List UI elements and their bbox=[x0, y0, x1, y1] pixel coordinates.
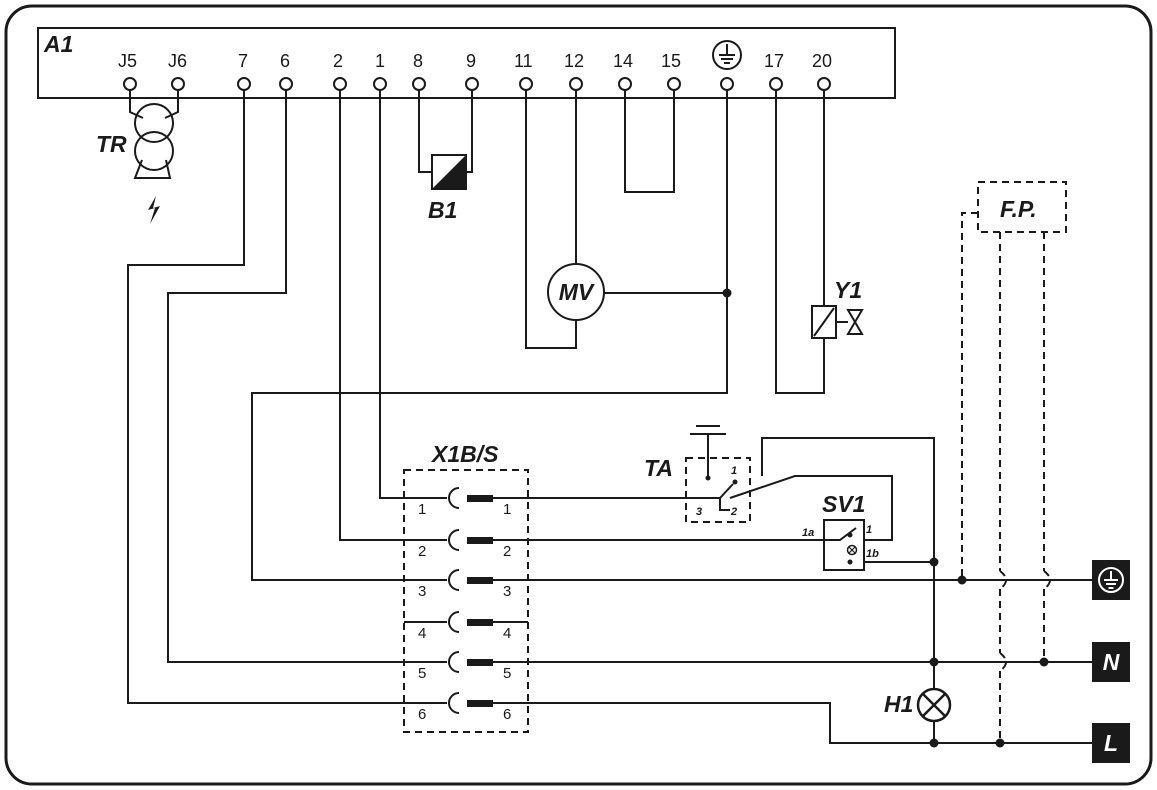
terminal-label-2: 2 bbox=[333, 51, 343, 71]
terminal-label-7: 7 bbox=[238, 51, 248, 71]
connector-x1bs: X1B/S 1 1 2 2 3 3 4 4 5 5 bbox=[403, 441, 529, 733]
terminal-label-20: 20 bbox=[812, 51, 832, 71]
transformer-tr: TR bbox=[96, 103, 174, 224]
connector-pin-1: 1 1 bbox=[418, 487, 511, 518]
terminal-label-j5: J5 bbox=[118, 51, 137, 71]
board-label: A1 bbox=[43, 31, 73, 57]
sensor-b1: B1 bbox=[428, 154, 467, 223]
svg-text:5: 5 bbox=[503, 665, 511, 682]
transformer-label: TR bbox=[96, 131, 127, 157]
svg-text:4: 4 bbox=[418, 625, 426, 642]
lamp-label: H1 bbox=[884, 691, 913, 717]
sensor-icon bbox=[432, 155, 466, 189]
wires bbox=[127, 85, 1092, 744]
sv1-contact-1a: 1a bbox=[802, 527, 814, 539]
fuse-box-outline bbox=[977, 181, 1067, 233]
earth-terminal bbox=[1092, 560, 1130, 600]
line-label: L bbox=[1104, 730, 1118, 756]
sensor-label: B1 bbox=[428, 197, 457, 223]
thermostat-ta: TA 1 2 3 bbox=[644, 425, 751, 523]
terminal-label-9: 9 bbox=[466, 51, 476, 71]
sv1-contact-1: 1 bbox=[866, 524, 872, 536]
svg-text:2: 2 bbox=[418, 543, 426, 560]
svg-text:6: 6 bbox=[418, 706, 426, 723]
svg-text:1: 1 bbox=[418, 501, 426, 518]
terminal-label-j6: J6 bbox=[168, 51, 187, 71]
svg-text:4: 4 bbox=[503, 625, 511, 642]
outer-frame bbox=[4, 4, 1153, 786]
ta-contact-2: 2 bbox=[730, 506, 737, 518]
fuse-box-label: F.P. bbox=[1000, 196, 1037, 222]
svg-text:2: 2 bbox=[503, 543, 511, 560]
connector-pin-3: 3 3 bbox=[418, 569, 511, 600]
safety-valve-sv1: SV1 1a 1b 1 bbox=[802, 491, 879, 571]
safety-valve-label: SV1 bbox=[822, 491, 865, 517]
terminal-label-15: 15 bbox=[661, 51, 681, 71]
connector-label: X1B/S bbox=[430, 441, 499, 467]
motor-icon bbox=[547, 263, 605, 321]
svg-text:6: 6 bbox=[503, 706, 511, 723]
fuse-box-wiring: F.P. bbox=[961, 181, 1067, 743]
terminal-label-1: 1 bbox=[375, 51, 385, 71]
gas-valve-label: Y1 bbox=[834, 277, 862, 303]
terminal-label-6: 6 bbox=[280, 51, 290, 71]
terminal-label-14: 14 bbox=[613, 51, 633, 71]
lamp-h1: H1 bbox=[884, 687, 952, 723]
svg-text:5: 5 bbox=[418, 665, 426, 682]
ta-contact-3: 3 bbox=[696, 506, 702, 518]
connector-pin-2: 2 2 bbox=[418, 529, 511, 560]
lightning-icon bbox=[148, 196, 160, 224]
gas-valve-y1: Y1 bbox=[811, 277, 864, 339]
connector-pin-4: 4 4 bbox=[418, 611, 511, 642]
svg-text:1: 1 bbox=[503, 501, 511, 518]
connector-pin-6: 6 6 bbox=[418, 692, 511, 723]
mains-terminals: N L bbox=[1092, 560, 1130, 763]
neutral-label: N bbox=[1103, 649, 1120, 675]
ta-contact-1: 1 bbox=[731, 465, 737, 477]
junctions bbox=[722, 288, 1049, 748]
terminal-label-12: 12 bbox=[564, 51, 584, 71]
motor-valve-mv: MV bbox=[547, 263, 605, 321]
connector-pin-5: 5 5 bbox=[418, 651, 511, 682]
line-terminal: L bbox=[1092, 723, 1130, 763]
sv1-contact-1b: 1b bbox=[866, 548, 879, 560]
board-terminals bbox=[123, 77, 831, 91]
transformer-coil-icon bbox=[134, 103, 174, 143]
svg-text:3: 3 bbox=[418, 583, 426, 600]
motor-valve-label: MV bbox=[559, 279, 595, 305]
svg-text:3: 3 bbox=[503, 583, 511, 600]
neutral-terminal: N bbox=[1092, 642, 1130, 682]
terminal-label-11: 11 bbox=[514, 51, 533, 71]
valve-icon bbox=[846, 309, 864, 335]
terminal-label-17: 17 bbox=[764, 51, 784, 71]
terminal-label-8: 8 bbox=[413, 51, 423, 71]
earth-ground-icon bbox=[712, 40, 742, 70]
thermostat-label: TA bbox=[644, 455, 673, 481]
